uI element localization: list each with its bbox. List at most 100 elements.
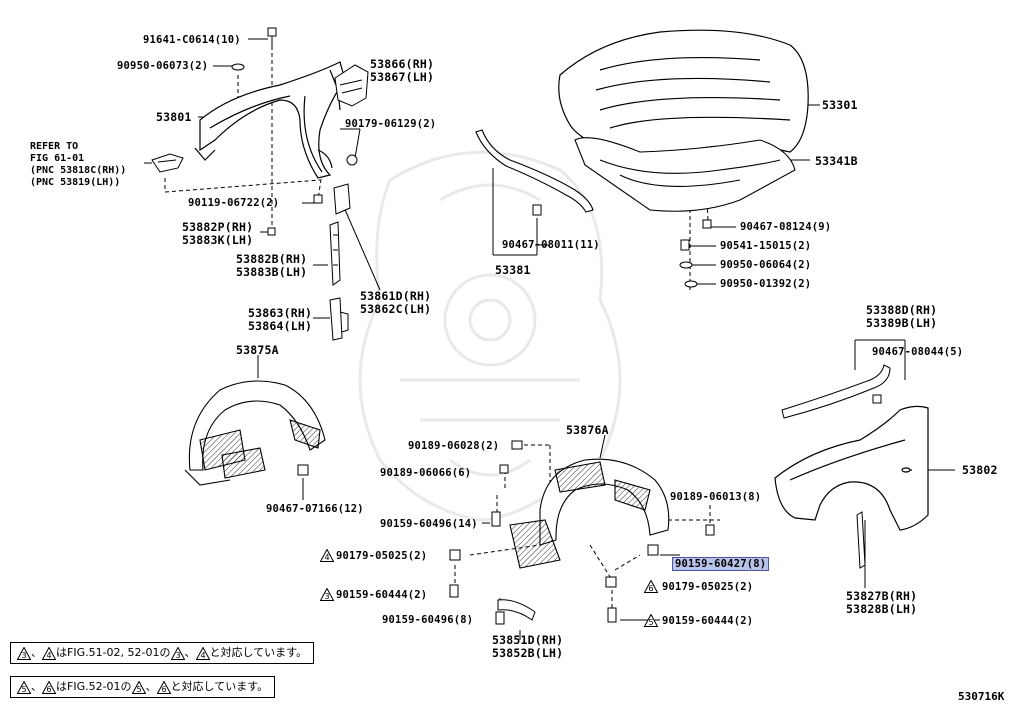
fastener-90467-07166 [297,464,309,476]
strip-53851D [497,599,536,621]
svg-text:6: 6 [46,685,51,694]
bracket-53863 [329,297,349,341]
strip-53827B [856,511,866,569]
label-90467-08044[interactable]: 90467-08044(5) [872,346,964,358]
refer-line4: (PNC 53819(LH)) [30,177,121,188]
marker-triangle-5: 5 [644,614,658,627]
label-53863[interactable]: 53863(RH) [248,306,313,320]
svg-text:3: 3 [324,592,329,601]
reference-part [151,153,184,173]
marker-triangle-6: 6 [644,580,658,593]
label-90179-06129[interactable]: 90179-06129(2) [345,118,437,130]
label-90159-60427-highlighted[interactable]: 90159-60427(8) [672,557,770,571]
liner-53876A [509,458,670,569]
label-90159-60444-b[interactable]: 90159-60444(2) [662,615,754,627]
label-90950-06073[interactable]: 90950-06073(2) [117,60,209,72]
label-53883K[interactable]: 53883K(LH) [182,233,254,247]
note2-tail: と対応しています。 [170,680,269,693]
label-53828B[interactable]: 53828B(LH) [846,602,918,616]
note1-sep-a: 、 [31,646,42,659]
label-90467-07166[interactable]: 90467-07166(12) [266,503,364,515]
note2-marker-6b: 6 [156,679,171,694]
svg-text:6: 6 [161,685,166,694]
fender-apron-53801 [194,61,346,179]
label-53867[interactable]: 53867(LH) [370,70,435,84]
label-53882B[interactable]: 53882B(RH) [236,252,308,266]
label-53801[interactable]: 53801 [156,110,192,124]
label-90189-06013[interactable]: 90189-06013(8) [670,491,762,503]
label-90159-60496-14[interactable]: 90159-60496(14) [380,518,478,530]
label-90159-60444-a[interactable]: 90159-60444(2) [336,589,428,601]
note1-marker-4: 4 [41,645,57,660]
note2-marker-5: 5 [16,679,32,694]
fender-53802 [774,405,929,531]
note1-text: はFIG.51-02, 52-01の [56,646,171,659]
refer-line2: FIG 61-01 [30,153,85,164]
svg-text:5: 5 [136,685,141,694]
footnote-2: 5 、 6 はFIG.52-01の 5 、 6 と対応しています。 [10,676,276,698]
molding-53388D [781,364,891,419]
label-90950-01392[interactable]: 90950-01392(2) [720,278,812,290]
label-90950-06064[interactable]: 90950-06064(2) [720,259,812,271]
label-53862C[interactable]: 53862C(LH) [360,302,432,316]
label-53875A[interactable]: 53875A [236,343,279,357]
label-53341B[interactable]: 53341B [815,154,858,168]
svg-text:4: 4 [324,553,329,562]
marker-triangle-3: 3 [320,588,334,601]
label-90119-06722[interactable]: 90119-06722(2) [188,197,280,209]
refer-line3: (PNC 53818C(RH)) [30,165,127,176]
hood-seal-53381 [475,129,594,213]
label-53883B[interactable]: 53883B(LH) [236,265,308,279]
label-53388D[interactable]: 53388D(RH) [866,303,938,317]
label-90179-05025-b[interactable]: 90179-05025(2) [662,581,754,593]
hood-53301 [558,29,809,157]
label-90541-15015[interactable]: 90541-15015(2) [720,240,812,252]
label-53861D[interactable]: 53861D(RH) [360,289,432,303]
label-90467-08011[interactable]: 90467-08011(11) [502,239,600,251]
note1-sep-b: 、 [184,646,196,659]
refer-line1: REFER TO [30,141,79,152]
hood-insulator-53341B [574,137,796,212]
label-90189-06028[interactable]: 90189-06028(2) [408,440,500,452]
note1-tail: と対応しています。 [209,646,308,659]
fasteners-right-liner [449,440,715,625]
label-90159-60496-8[interactable]: 90159-60496(8) [382,614,474,626]
label-53852B[interactable]: 53852B(LH) [492,646,564,660]
liner-53875A [184,380,326,486]
fasteners-hood [532,204,712,288]
label-90179-05025-a[interactable]: 90179-05025(2) [336,550,428,562]
marker-triangle-4: 4 [320,549,334,562]
note2-text: はFIG.52-01の [56,680,132,693]
label-53381[interactable]: 53381 [495,263,531,277]
label-53876A[interactable]: 53876A [566,423,609,437]
svg-text:5: 5 [21,685,26,694]
svg-text:3: 3 [21,651,26,660]
label-90467-08124[interactable]: 90467-08124(9) [740,221,832,233]
svg-text:4: 4 [46,651,51,660]
note2-marker-5b: 5 [131,679,146,694]
label-91641-c0614[interactable]: 91641-C0614(10) [143,34,241,46]
label-53882P[interactable]: 53882P(RH) [182,220,254,234]
label-90189-06066[interactable]: 90189-06066(6) [380,467,472,479]
fasteners-left [231,27,358,236]
svg-text:5: 5 [648,618,653,627]
label-53866[interactable]: 53866(RH) [370,57,435,71]
label-53301[interactable]: 53301 [822,98,858,112]
label-53827B[interactable]: 53827B(RH) [846,589,918,603]
note1-marker-4b: 4 [195,645,210,660]
svg-text:6: 6 [648,584,653,593]
label-53389B[interactable]: 53389B(LH) [866,316,938,330]
label-53851D[interactable]: 53851D(RH) [492,633,564,647]
note2-sep-b: 、 [145,680,157,693]
label-53864[interactable]: 53864(LH) [248,319,313,333]
note1-marker-3: 3 [16,645,32,660]
strip-53882B [329,221,341,286]
note2-sep-a: 、 [31,680,42,693]
diagram-code: 530716K [958,690,1005,703]
svg-text:3: 3 [175,651,180,660]
label-53802[interactable]: 53802 [962,463,998,477]
bracket-53866 [334,64,369,107]
